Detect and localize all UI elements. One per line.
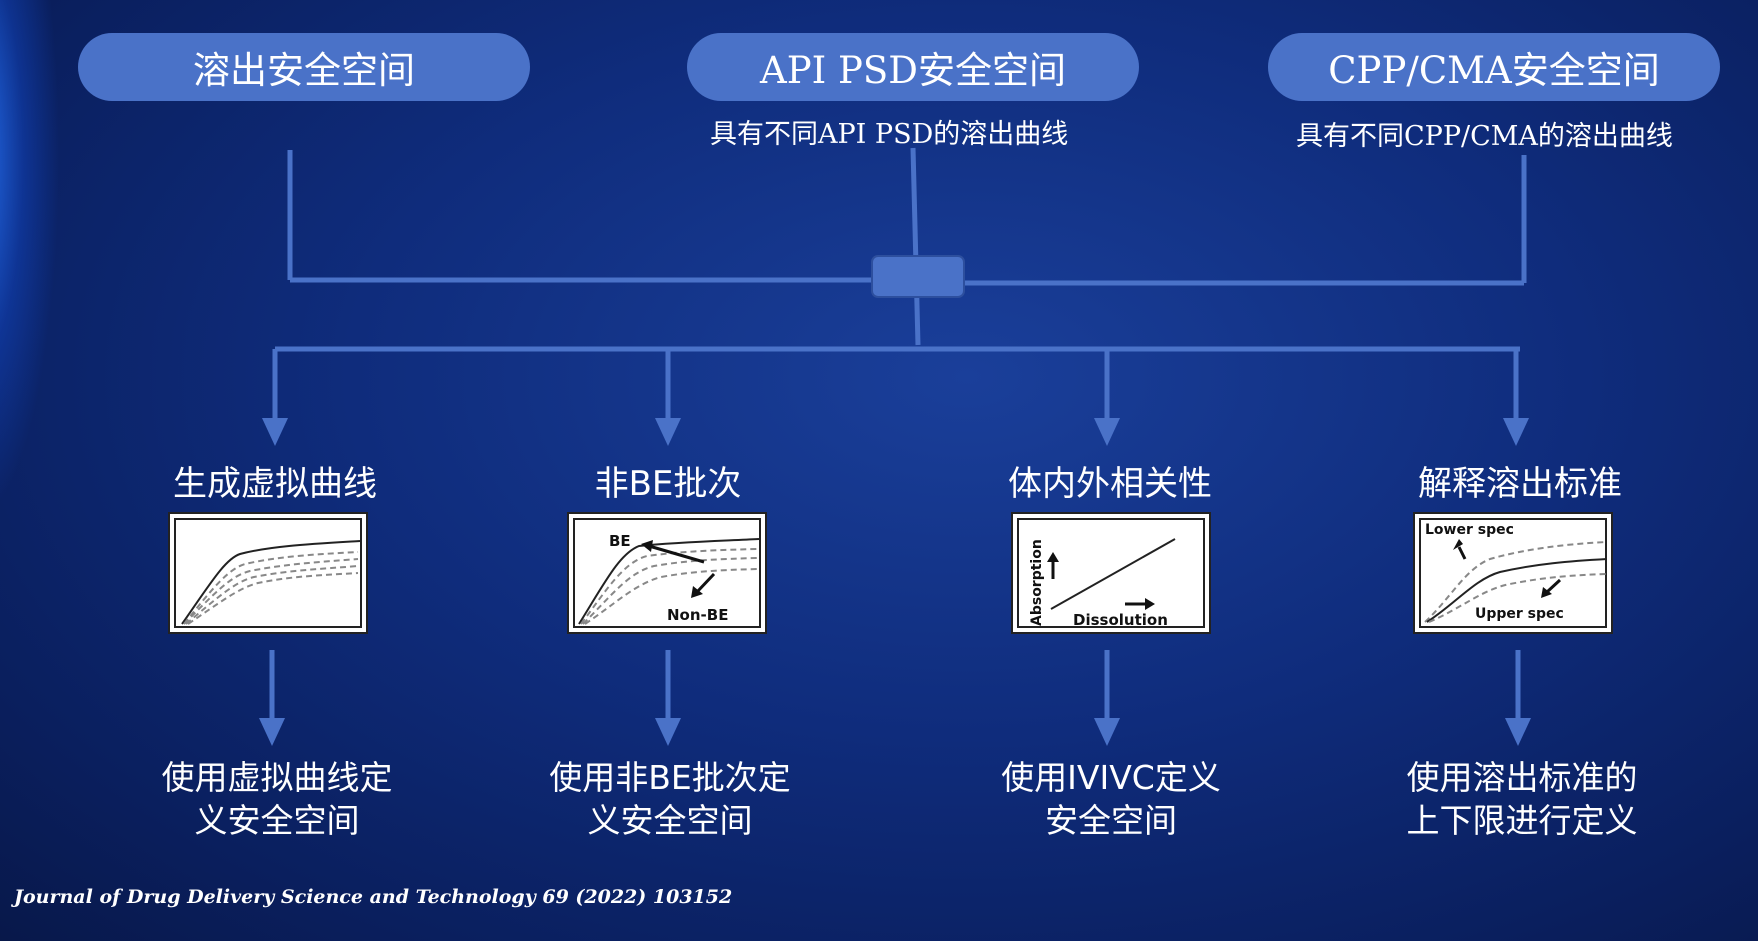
result-virtual-curves: 使用虚拟曲线定 义安全空间 <box>127 756 427 842</box>
result-line: 义安全空间 <box>194 801 360 840</box>
arrow-down-icon <box>655 418 681 446</box>
category-title-non-be: 非BE批次 <box>594 464 742 504</box>
arrow-down-icon <box>1094 718 1120 746</box>
arrow-down-icon <box>262 418 288 446</box>
top-box-label: API PSD安全空间 <box>760 49 1066 92</box>
citation: Journal of Drug Delivery Science and Tec… <box>14 886 733 908</box>
top-box-cpp-cma: CPP/CMA安全空间 <box>1268 33 1720 101</box>
label-non-be: Non-BE <box>667 606 728 624</box>
hub-node <box>871 255 965 298</box>
label-lower-spec: Lower spec <box>1425 522 1514 538</box>
line-center-down <box>910 147 921 346</box>
arrow-down-icon <box>1094 418 1120 446</box>
result-line: 使用溶出标准的 <box>1406 758 1638 797</box>
top-box-api-psd: API PSD安全空间 <box>687 33 1139 101</box>
result-line: 使用非BE批次定 <box>549 758 791 797</box>
label-absorption: Absorption <box>1029 539 1045 626</box>
result-line: 使用IVIVC定义 <box>1001 758 1221 797</box>
arrow-down-icon <box>1505 718 1531 746</box>
label-be: BE <box>609 532 631 550</box>
top-box-label: 溶出安全空间 <box>193 49 415 92</box>
result-line: 义安全空间 <box>587 801 753 840</box>
arrow-down-icon <box>1503 418 1529 446</box>
subtitle-cpp-cma: 具有不同CPP/CMA的溶出曲线 <box>1296 121 1673 152</box>
arrow-down-icon <box>655 718 681 746</box>
background-glow <box>0 0 60 520</box>
result-ivivc: 使用IVIVC定义 安全空间 <box>961 756 1261 842</box>
result-line: 使用虚拟曲线定 <box>161 758 393 797</box>
arrow-down-icon <box>259 718 285 746</box>
category-title-ivivc: 体内外相关性 <box>1008 464 1212 504</box>
result-spec: 使用溶出标准的 上下限进行定义 <box>1372 756 1672 842</box>
thumbnail-spec: Lower spec Upper spec <box>1413 512 1613 634</box>
thumbnail-virtual-curves <box>168 512 368 634</box>
thumbnail-non-be: BE Non-BE <box>567 512 767 634</box>
label-upper-spec: Upper spec <box>1475 606 1564 622</box>
subtitle-api-psd: 具有不同API PSD的溶出曲线 <box>710 119 1069 150</box>
category-title-virtual-curves: 生成虚拟曲线 <box>173 464 377 504</box>
label-dissolution: Dissolution <box>1073 611 1168 629</box>
category-title-spec: 解释溶出标准 <box>1418 464 1622 504</box>
top-box-dissolution: 溶出安全空间 <box>78 33 530 101</box>
thumbnail-ivivc: Absorption Dissolution <box>1011 512 1211 634</box>
result-line: 安全空间 <box>1045 801 1177 840</box>
result-line: 上下限进行定义 <box>1406 801 1638 840</box>
result-non-be: 使用非BE批次定 义安全空间 <box>520 756 820 842</box>
top-box-label: CPP/CMA安全空间 <box>1328 49 1660 92</box>
